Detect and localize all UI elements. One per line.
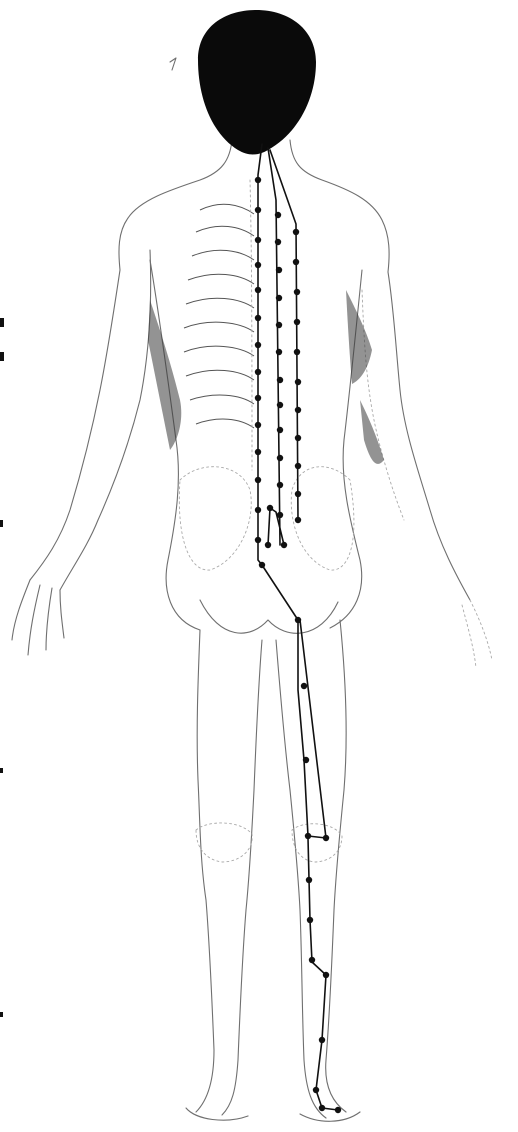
head-hair bbox=[198, 10, 316, 155]
ribcage-sketch bbox=[184, 180, 254, 470]
back-shading bbox=[148, 290, 384, 464]
edge-marks bbox=[0, 318, 4, 1017]
body-outline bbox=[12, 140, 492, 1121]
stray-mark bbox=[170, 58, 176, 70]
leg-posterior-line bbox=[262, 565, 326, 838]
meridian-lines bbox=[258, 144, 338, 1110]
outer-back-line bbox=[270, 150, 298, 520]
